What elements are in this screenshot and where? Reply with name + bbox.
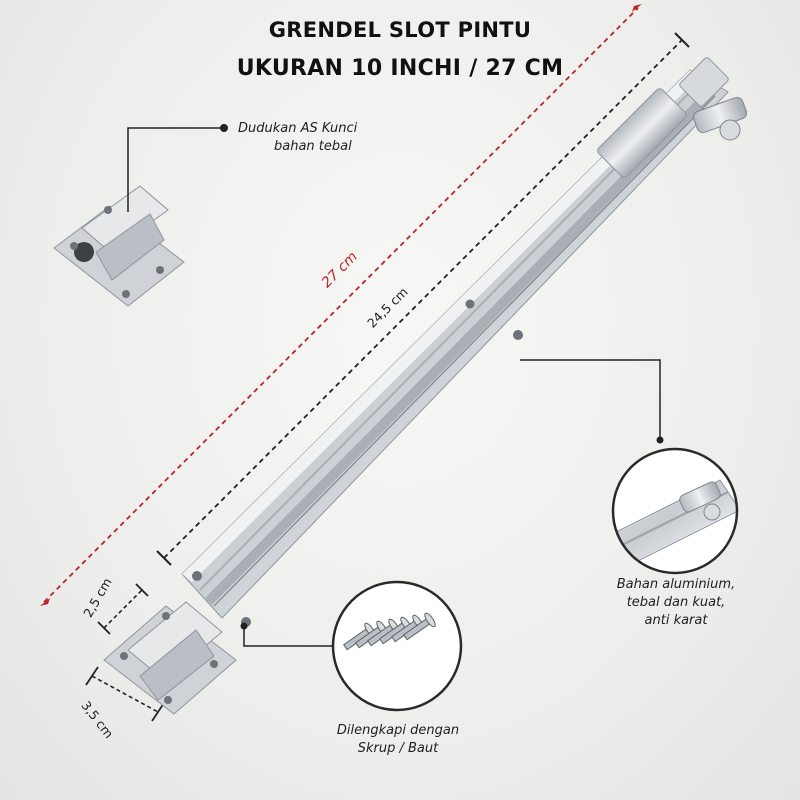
keeper-bracket-top	[53, 185, 185, 307]
keeper-bracket-bottom	[103, 601, 237, 715]
callout-mount-line-2: bahan tebal	[274, 139, 352, 154]
width-dimension-line	[97, 583, 149, 635]
title-line-2: UKURAN 10 INCHI / 27 CM	[236, 56, 564, 81]
callout-mount-line	[127, 124, 228, 212]
callout-screws-line-1: Dilengkapi dengan	[336, 723, 460, 738]
title-line-1: GRENDEL SLOT PINTU	[268, 18, 532, 42]
rail-dimension-line	[156, 32, 690, 566]
callout-mount-text: Dudukan AS Kunci bahan tebal	[238, 120, 357, 156]
height-dimension-line	[85, 666, 165, 722]
callout-material-line	[520, 359, 664, 444]
overall-dimension-line	[40, 4, 642, 606]
callout-material-line-3: anti karat	[644, 613, 708, 628]
callout-mount-line-1: Dudukan AS Kunci	[238, 121, 358, 136]
screws-detail	[331, 580, 463, 712]
callout-material-line-2: tebal dan kuat,	[626, 595, 726, 610]
callout-material-text: Bahan aluminium, tebal dan kuat, anti ka…	[586, 576, 766, 630]
detail-magnifier	[611, 447, 739, 575]
callout-screws-text: Dilengkapi dengan Skrup / Baut	[308, 722, 488, 758]
callout-screws-line	[240, 622, 333, 647]
bolt-rail	[181, 57, 748, 627]
callout-screws-line-2: Skrup / Baut	[357, 741, 439, 756]
callout-material-line-1: Bahan aluminium,	[616, 577, 736, 592]
